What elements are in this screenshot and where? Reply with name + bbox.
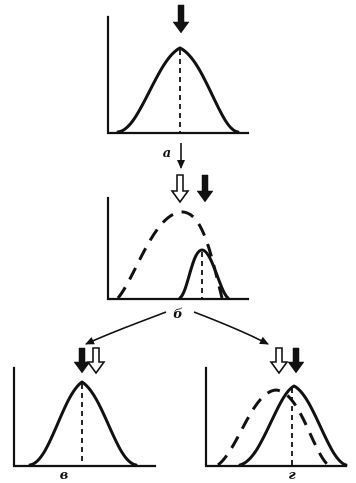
panel-c-axes: [12, 366, 157, 468]
panel-d-original-distribution: [217, 388, 330, 467]
panel-d-label: г: [288, 468, 296, 483]
flow-arrow-b-to-d: [193, 311, 269, 345]
flow-arrow-b-to-c: [85, 311, 167, 345]
panel-c-original-arrow: [86, 347, 106, 375]
panel-c: в: [12, 347, 157, 483]
panel-c-distribution-curve: [28, 380, 138, 467]
panel-a-label: а: [163, 146, 171, 161]
panel-d: г: [204, 347, 348, 483]
panel-a: а: [106, 4, 250, 161]
panel-b-axes: [106, 196, 250, 301]
panel-b: б: [106, 174, 250, 322]
panel-b-original-arrow: [170, 174, 190, 204]
panel-a-selection-arrow: [172, 4, 190, 34]
panel-b-selected-distribution: [178, 248, 230, 300]
panel-d-selection-arrow: [287, 347, 305, 374]
panel-a-axes: [106, 15, 250, 135]
panel-c-label: в: [60, 468, 69, 483]
panel-b-original-distribution: [116, 210, 224, 299]
panel-d-axes: [204, 366, 348, 468]
panel-b-label: б: [173, 307, 183, 322]
panel-b-selection-arrow: [196, 174, 214, 203]
panel-a-distribution-curve: [116, 46, 240, 134]
panel-c-selection-arrow: [73, 347, 91, 374]
panel-d-original-arrow: [269, 347, 289, 375]
panel-d-shifted-distribution: [238, 384, 348, 467]
